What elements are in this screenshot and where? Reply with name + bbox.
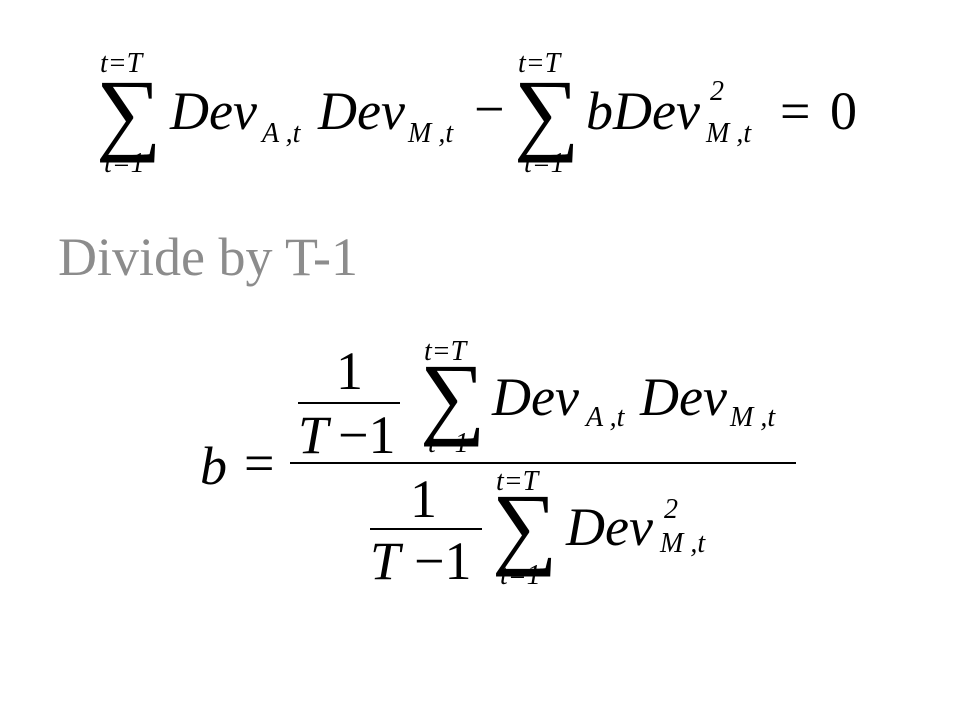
dev-term: Dev bbox=[170, 81, 257, 141]
sum-upper-limit: t=T bbox=[496, 466, 539, 497]
sum-symbol: ∑ bbox=[492, 475, 558, 577]
fraction-line bbox=[370, 528, 482, 530]
superscript-2: 2 bbox=[710, 76, 724, 107]
frac-numerator-one: 1 bbox=[336, 341, 363, 401]
dev-subscript: A ,t bbox=[262, 118, 301, 149]
frac-denominator-minus-one: −1 bbox=[414, 531, 472, 591]
bdev-term: bDev bbox=[586, 81, 700, 141]
frac-denominator-minus-one: −1 bbox=[338, 405, 396, 465]
minus-sign: − bbox=[474, 79, 505, 139]
sum-lower-limit: t=1 bbox=[428, 428, 469, 459]
sum-upper-limit: t=T bbox=[518, 48, 561, 79]
sum-upper-limit: t=T bbox=[424, 336, 467, 367]
slide-subtitle: Divide by T-1 bbox=[58, 227, 359, 287]
fraction-line bbox=[298, 402, 400, 404]
dev-subscript: M ,t bbox=[706, 118, 752, 149]
sum-upper-limit: t=T bbox=[100, 48, 143, 79]
sum-lower-limit: t=1 bbox=[500, 560, 541, 591]
sum-symbol: ∑ bbox=[96, 61, 162, 163]
sum-lower-limit: t=1 bbox=[104, 148, 145, 179]
dev-term: Dev bbox=[640, 367, 727, 427]
superscript-2: 2 bbox=[664, 494, 678, 525]
b-variable: b bbox=[200, 436, 227, 496]
dev-subscript: M ,t bbox=[408, 118, 454, 149]
frac-denominator-t: T bbox=[298, 405, 329, 465]
frac-numerator-one: 1 bbox=[410, 469, 437, 529]
main-fraction-line bbox=[290, 462, 796, 464]
sum-lower-limit: t=1 bbox=[524, 148, 565, 179]
dev-subscript: M ,t bbox=[660, 528, 706, 559]
dev-term: Dev bbox=[566, 497, 653, 557]
dev-subscript: M ,t bbox=[730, 402, 776, 433]
dev-subscript: A ,t bbox=[586, 402, 625, 433]
sum-symbol: ∑ bbox=[514, 61, 580, 163]
dev-term: Dev bbox=[492, 367, 579, 427]
frac-denominator-t: T bbox=[370, 531, 401, 591]
equals-sign: = bbox=[780, 81, 811, 141]
dev-term: Dev bbox=[318, 81, 405, 141]
equals-sign: = bbox=[244, 433, 275, 493]
rhs-zero: 0 bbox=[830, 81, 857, 141]
sum-symbol: ∑ bbox=[420, 345, 486, 447]
